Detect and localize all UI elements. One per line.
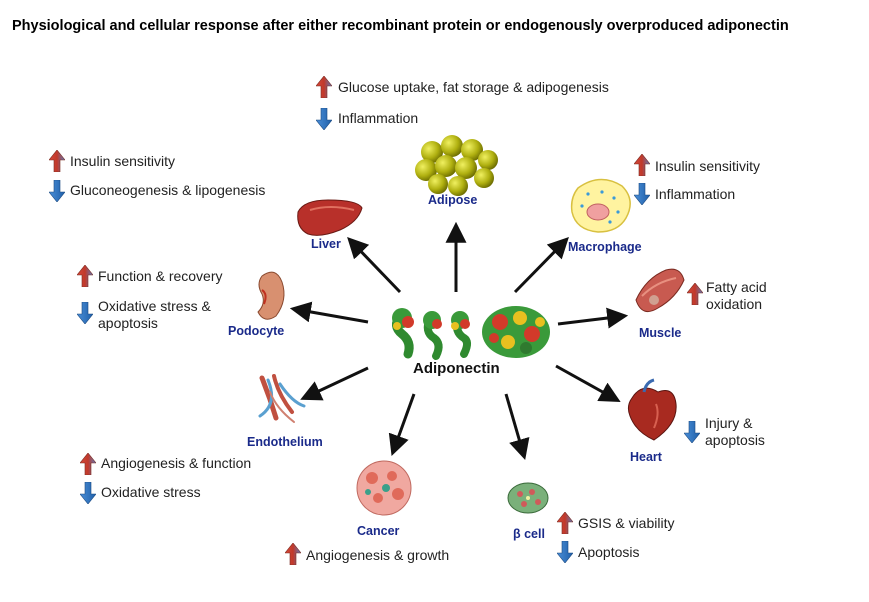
connector-arrows (289, 221, 629, 461)
down-arrow-icon (634, 183, 650, 205)
heart-down-text: Injury & apoptosis (705, 415, 765, 448)
adiponectin-protein-image (392, 306, 550, 360)
up-arrow-icon (687, 283, 703, 305)
endothelium-up-text: Angiogenesis & function (101, 455, 252, 471)
arrow-to-cancer (388, 393, 416, 456)
arrow-to-podocyte (289, 301, 369, 324)
podocyte-image (257, 271, 285, 320)
protein-monomer-3 (451, 311, 471, 358)
up-arrow-icon (77, 265, 93, 287)
down-arrow-icon (684, 421, 700, 443)
up-arrow-icon (80, 453, 96, 475)
endothelium-image (258, 374, 306, 423)
organ-label-beta-cell: β cell (513, 527, 545, 541)
macrophage-up-text: Insulin sensitivity (655, 158, 761, 174)
muscle-image (635, 268, 685, 313)
arrow-to-liver (347, 236, 402, 294)
cancer-image (356, 460, 412, 516)
organ-label-podocyte: Podocyte (228, 324, 285, 338)
liver-up-text: Insulin sensitivity (70, 153, 176, 169)
podocyte-down-text: Oxidative stress & apoptosis (98, 298, 211, 331)
down-arrow-icon (77, 302, 93, 324)
up-arrow-icon (49, 150, 65, 172)
up-arrow-icon (285, 543, 301, 565)
heart-image (627, 378, 677, 441)
organ-label-heart: Heart (630, 450, 662, 464)
organ-label-macrophage: Macrophage (568, 240, 642, 254)
up-arrow-icon (557, 512, 573, 534)
up-arrow-icon (316, 76, 332, 98)
organ-label-liver: Liver (311, 237, 341, 251)
liver-down-text: Gluconeogenesis & lipogenesis (70, 182, 266, 198)
arrow-to-heart (555, 364, 621, 403)
organ-label-endothelium: Endothelium (247, 435, 323, 449)
down-arrow-icon (557, 541, 573, 563)
adipose-tissue-image (415, 135, 498, 196)
arrow-to-macrophage (513, 237, 569, 294)
adipose-up-text: Glucose uptake, fat storage & adipogenes… (338, 79, 609, 95)
beta-cell-down-text: Apoptosis (578, 544, 640, 560)
up-arrow-icon (634, 154, 650, 176)
down-arrow-icon (80, 482, 96, 504)
liver-image (297, 199, 363, 236)
beta-cell-image (507, 482, 549, 514)
figure-title: Physiological and cellular response afte… (12, 18, 789, 34)
center-label-adiponectin: Adiponectin (413, 360, 500, 377)
organ-label-adipose: Adipose (428, 193, 478, 207)
macrophage-down-text: Inflammation (655, 186, 736, 202)
adipose-down-text: Inflammation (338, 110, 419, 126)
down-arrow-icon (316, 108, 332, 130)
beta-cell-up-text: GSIS & viability (578, 515, 675, 531)
protein-monomer-1 (392, 308, 414, 359)
organ-label-cancer: Cancer (357, 524, 400, 538)
podocyte-up-text: Function & recovery (98, 268, 223, 284)
arrow-to-endothelium (300, 366, 369, 401)
arrow-to-muscle (557, 307, 629, 329)
down-arrow-icon (49, 180, 65, 202)
protein-multimer (482, 306, 550, 358)
cancer-up-text: Angiogenesis & growth (306, 547, 450, 563)
organ-label-muscle: Muscle (639, 326, 682, 340)
endothelium-down-text: Oxidative stress (101, 484, 201, 500)
arrow-to-beta-cell (504, 393, 530, 461)
macrophage-image (570, 178, 631, 233)
muscle-up-text: Fatty acid oxidation (706, 279, 767, 312)
protein-monomer-2 (423, 311, 443, 360)
